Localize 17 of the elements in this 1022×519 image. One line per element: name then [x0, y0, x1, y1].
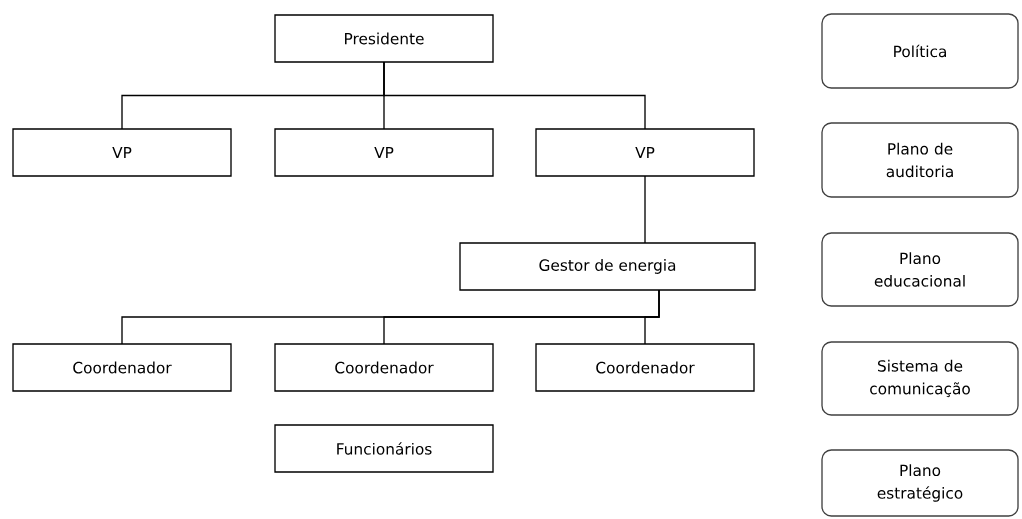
org-box: VP [274, 128, 494, 177]
connector-line [644, 175, 646, 244]
org-box: Funcionários [274, 424, 494, 473]
rounded-box: Política [821, 13, 1019, 89]
org-box: VP [12, 128, 232, 177]
org-box: Gestor de energia [459, 242, 756, 291]
org-box: Coordenador [274, 343, 494, 392]
org-box: Presidente [274, 14, 494, 63]
rounded-box: Plano educacional [821, 232, 1019, 307]
rounded-box: Sistema de comunicação [821, 341, 1019, 416]
org-box: Coordenador [535, 343, 755, 392]
rounded-box: Plano de auditoria [821, 122, 1019, 198]
rounded-box: Plano estratégico [821, 449, 1019, 517]
connector-line [644, 289, 660, 345]
connector-line [383, 61, 646, 130]
org-box: VP [535, 128, 755, 177]
org-box: Coordenador [12, 343, 232, 392]
